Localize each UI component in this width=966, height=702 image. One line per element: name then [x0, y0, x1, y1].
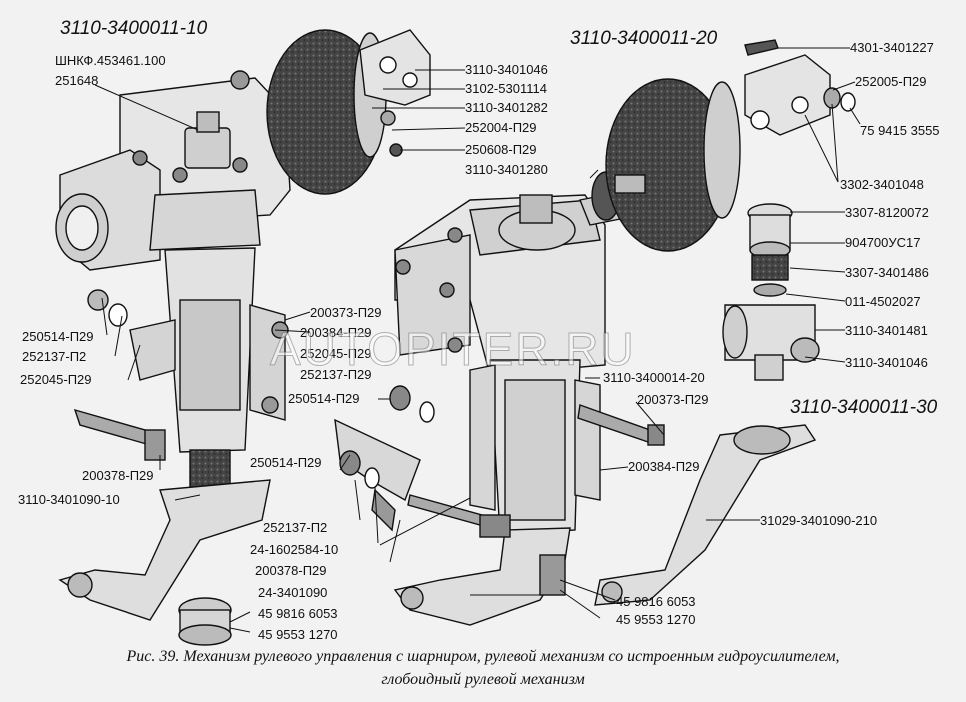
label-252045-mid: 252045-П29 — [300, 346, 372, 361]
assembly-title-30: 3110-3400011-30 — [790, 397, 938, 418]
label-3110-3400014-20: 3110-3400014-20 — [603, 370, 705, 385]
label-3307-8120072: 3307-8120072 — [845, 205, 929, 220]
watermark: AUTOPITER.RU — [270, 323, 636, 376]
label-45-9816-right: 45 9816 6053 — [616, 594, 696, 609]
center-steering-gear — [393, 171, 641, 626]
label-200373-right: 200373-П29 — [637, 392, 709, 407]
label-3110-3401090-10: 3110-3401090-10 — [18, 492, 120, 507]
assembly-title-20: 3110-3400011-20 — [570, 28, 718, 49]
label-252004: 252004-П29 — [465, 120, 537, 135]
label-45-9816-left: 45 9816 6053 — [258, 606, 338, 621]
center-pump-disc — [605, 78, 741, 252]
label-200384-right: 200384-П29 — [628, 459, 700, 474]
caption-line-2: глобоидный рулевой механизм — [381, 671, 585, 688]
label-3102-5301114: 3102-5301114 — [465, 81, 547, 96]
label-252137-mid: 252137-П29 — [300, 367, 372, 382]
left-steering-gear — [55, 70, 291, 646]
label-45-9553-right: 45 9553 1270 — [616, 612, 696, 627]
label-200373-mid: 200373-П29 — [310, 305, 382, 320]
label-75-9415: 75 9415 3555 — [860, 123, 940, 138]
label-250514-left: 250514-П29 — [22, 329, 94, 344]
label-252137-low: 252137-П2 — [263, 520, 328, 535]
label-250608: 250608-П29 — [465, 142, 537, 157]
label-250514-low: 250514-П29 — [250, 455, 322, 470]
label-3110-3401282: 3110-3401282 — [465, 100, 548, 115]
label-250514-mid: 250514-П29 — [288, 391, 360, 406]
label-252045-left: 252045-П29 — [20, 372, 92, 387]
label-4301-3401227: 4301-3401227 — [850, 40, 934, 55]
label-shnkf: ШНКФ.453461.100 — [55, 53, 166, 68]
label-3302-3401048: 3302-3401048 — [840, 177, 924, 192]
label-251648: 251648 — [55, 73, 99, 88]
assembly-title-10: 3110-3400011-10 — [60, 18, 208, 39]
label-200378-left: 200378-П29 — [82, 468, 154, 483]
label-31029-3401090-210: 31029-3401090-210 — [760, 513, 878, 528]
label-200378-low: 200378-П29 — [255, 563, 327, 578]
label-011-4502027: 011-4502027 — [845, 294, 921, 309]
leader-lines — [94, 47, 861, 633]
label-200384-mid: 200384-П29 — [300, 325, 372, 340]
label-24-1602584-10: 24-1602584-10 — [250, 542, 339, 557]
label-24-3401090: 24-3401090 — [258, 585, 328, 600]
label-3110-3401046-bottom: 3110-3401046 — [845, 355, 928, 370]
center-left-hardware — [334, 385, 665, 538]
label-904700: 904700УС17 — [845, 235, 921, 250]
label-3110-3401481: 3110-3401481 — [845, 323, 928, 338]
caption-line-1: Рис. 39. Механизм рулевого управления с … — [126, 648, 840, 665]
label-45-9553-left: 45 9553 1270 — [258, 627, 338, 642]
label-252137-left: 252137-П2 — [22, 349, 87, 364]
label-3307-3401486: 3307-3401486 — [845, 265, 929, 280]
label-252005: 252005-П29 — [855, 74, 927, 89]
left-pump-disc — [266, 29, 431, 195]
label-3110-3401280: 3110-3401280 — [465, 162, 548, 177]
right-steering-parts — [594, 39, 856, 606]
label-3110-3401046-top: 3110-3401046 — [465, 62, 548, 77]
